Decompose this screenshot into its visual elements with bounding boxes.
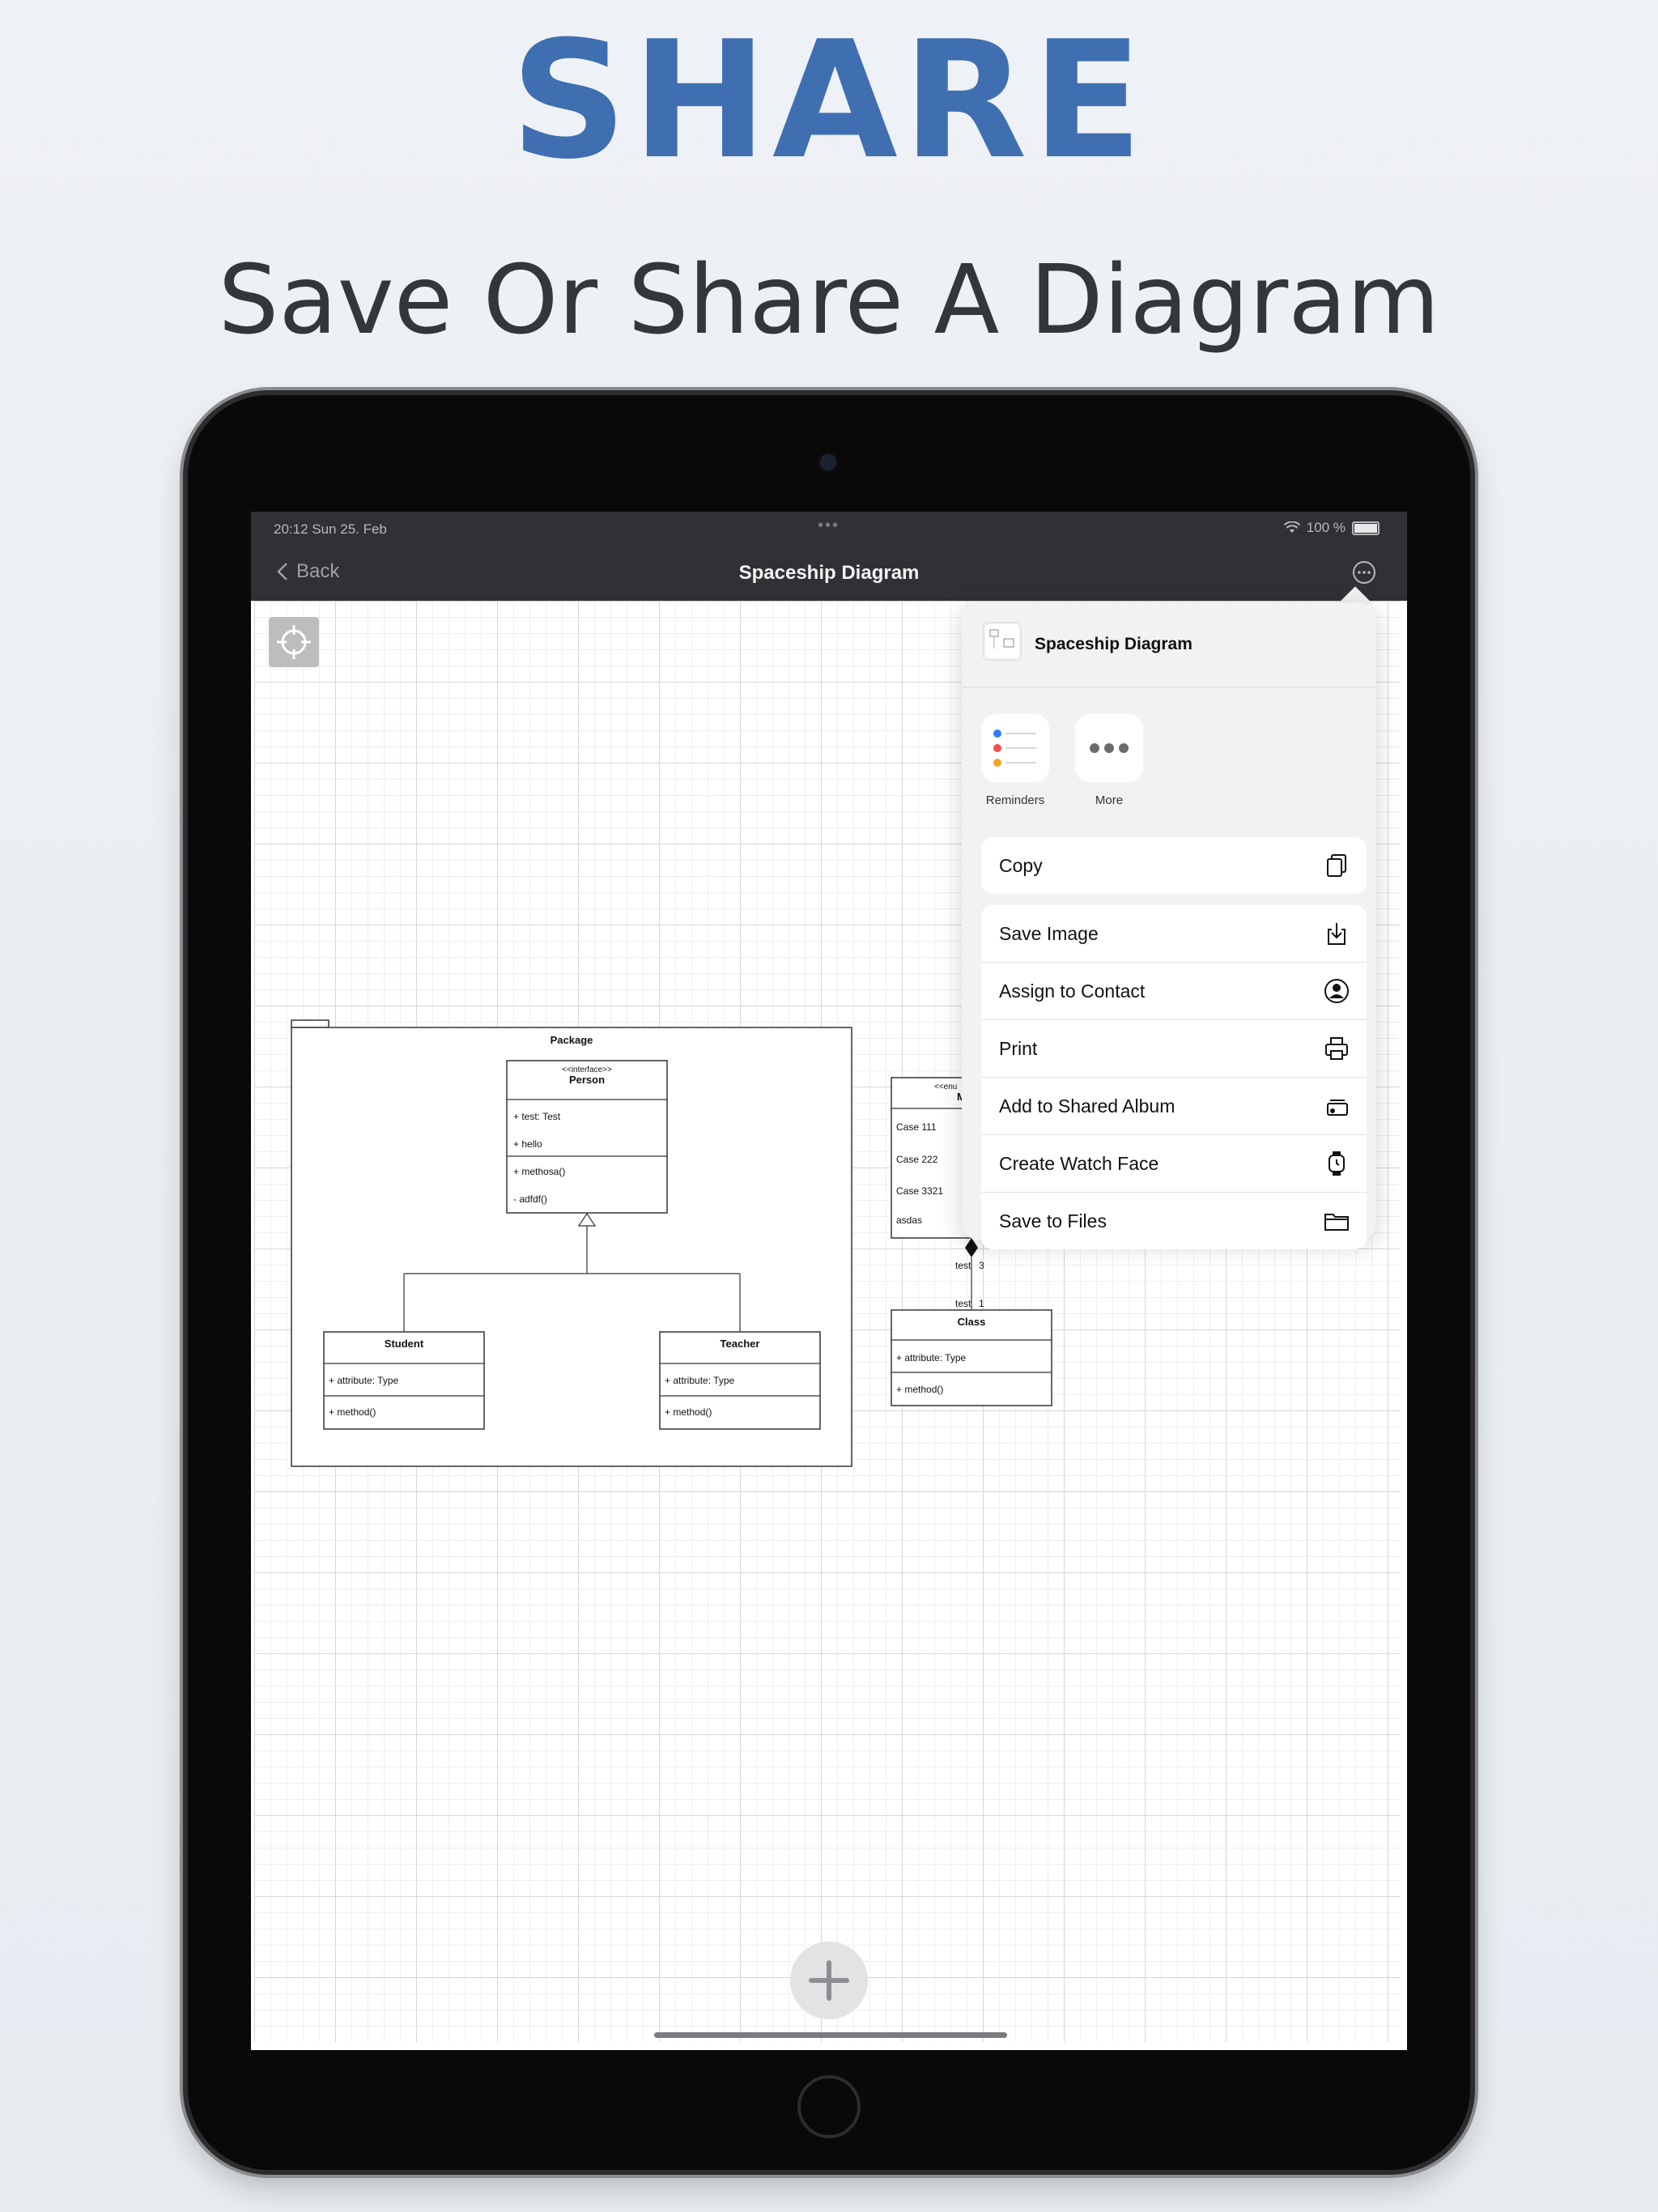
teacher-name: Teacher: [721, 1338, 760, 1350]
share-actions-group: Save Image Assign to Contact Print: [981, 905, 1367, 1249]
promo-headline: SHARE: [510, 6, 1148, 195]
status-time: 20:12 Sun 25. Feb: [274, 521, 387, 537]
action-label: Save to Files: [999, 1210, 1107, 1231]
more-label: More: [1095, 793, 1124, 807]
class-box[interactable]: Class + attribute: Type + method(): [891, 1309, 1052, 1406]
action-copy[interactable]: Copy: [981, 837, 1367, 894]
person-name: Person: [569, 1074, 605, 1086]
enum-case: asdas: [896, 1214, 922, 1226]
promo-subheadline: Save Or Share A Diagram: [218, 244, 1440, 355]
reminders-label: Reminders: [985, 793, 1045, 807]
association-role: test: [955, 1260, 971, 1271]
home-button[interactable]: [797, 2075, 861, 2138]
reminders-icon: [981, 714, 1049, 782]
camera-icon: [820, 454, 836, 470]
action-label: Add to Shared Album: [999, 1095, 1175, 1117]
action-assign-to-contact[interactable]: Assign to Contact: [981, 963, 1367, 1020]
enum-case: Case 222: [896, 1154, 938, 1165]
action-add-to-shared-album[interactable]: Add to Shared Album: [981, 1078, 1367, 1135]
contact-icon: [1324, 979, 1349, 1003]
share-sheet-header: Spaceship Diagram: [962, 602, 1376, 687]
person-method: - adfdf(): [513, 1193, 547, 1205]
ipad-screen: 20:12 Sun 25. Feb ••• 100 % Back Spacesh…: [251, 512, 1407, 2050]
watch-icon: [1329, 1151, 1345, 1176]
more-icon: [1075, 714, 1143, 782]
add-element-button[interactable]: [790, 1942, 868, 2019]
enum-name: M: [957, 1091, 966, 1103]
person-class-box[interactable]: <<interface>> Person + test: Test + hell…: [506, 1060, 668, 1214]
back-label: Back: [296, 560, 340, 582]
document-thumbnail-icon: [983, 622, 1022, 661]
action-print[interactable]: Print: [981, 1020, 1367, 1078]
student-attribute: + attribute: Type: [329, 1375, 398, 1386]
multitasking-dots-icon[interactable]: •••: [818, 517, 840, 534]
class-name: Class: [958, 1316, 986, 1328]
folder-icon: [1324, 1214, 1349, 1231]
copy-icon: [1327, 854, 1346, 877]
teacher-method: + method(): [665, 1406, 712, 1418]
inheritance-connector[interactable]: [403, 1212, 741, 1332]
more-apps-button[interactable]: [1075, 714, 1143, 782]
person-method: + methosa(): [513, 1166, 565, 1177]
action-label: Print: [999, 1038, 1038, 1059]
action-save-image[interactable]: Save Image: [981, 905, 1367, 963]
person-attribute: + test: Test: [513, 1111, 561, 1122]
battery-percent: 100 %: [1306, 520, 1346, 535]
share-actions-top-group: Copy: [981, 837, 1367, 894]
back-button[interactable]: Back: [277, 560, 339, 583]
action-label: Assign to Contact: [999, 981, 1146, 1002]
enum-case: Case 111: [896, 1121, 937, 1133]
association-multiplicity: 3: [979, 1260, 984, 1271]
package-label: Package: [551, 1034, 593, 1046]
student-name: Student: [385, 1338, 424, 1350]
shared-album-icon: [1327, 1100, 1348, 1116]
association-multiplicity: 1: [979, 1298, 984, 1309]
home-indicator[interactable]: [654, 2032, 1007, 2038]
person-attribute: + hello: [513, 1138, 542, 1150]
student-method: + method(): [329, 1406, 376, 1418]
association-role: test: [955, 1298, 971, 1309]
navigation-bar: Back Spaceship Diagram: [251, 547, 1407, 601]
student-class-box[interactable]: Student + attribute: Type + method(): [323, 1331, 485, 1430]
teacher-class-box[interactable]: Teacher + attribute: Type + method(): [659, 1331, 821, 1430]
enum-stereotype: <<enu: [934, 1083, 957, 1091]
uml-diagram: Package <<interface>> Person + test: Tes…: [291, 1019, 1054, 1467]
action-label: Save Image: [999, 923, 1099, 944]
more-options-icon[interactable]: [1352, 560, 1376, 585]
class-method: + method(): [896, 1384, 943, 1395]
teacher-attribute: + attribute: Type: [665, 1375, 734, 1386]
printer-icon: [1325, 1037, 1348, 1060]
class-attribute: + attribute: Type: [896, 1352, 966, 1363]
battery-icon: [1352, 521, 1380, 535]
status-bar: 20:12 Sun 25. Feb ••• 100 %: [251, 512, 1407, 547]
chevron-left-icon: [277, 563, 287, 581]
action-label: Create Watch Face: [999, 1153, 1159, 1174]
action-label: Copy: [999, 855, 1043, 876]
enum-case: Case 3321: [896, 1185, 943, 1197]
reminders-app-button[interactable]: [981, 714, 1049, 782]
save-image-icon: [1328, 923, 1346, 945]
document-title: Spaceship Diagram: [738, 562, 920, 584]
recenter-crosshair-icon[interactable]: [269, 617, 319, 667]
action-create-watch-face[interactable]: Create Watch Face: [981, 1135, 1367, 1193]
share-sheet-title: Spaceship Diagram: [1035, 635, 1192, 653]
share-sheet: Spaceship Diagram Reminders More Copy: [962, 602, 1376, 1249]
composition-connector[interactable]: test 3 test 1: [955, 1238, 984, 1310]
person-stereotype: <<interface>>: [562, 1066, 612, 1074]
wifi-icon: [1283, 521, 1300, 533]
action-save-to-files[interactable]: Save to Files: [981, 1193, 1367, 1249]
